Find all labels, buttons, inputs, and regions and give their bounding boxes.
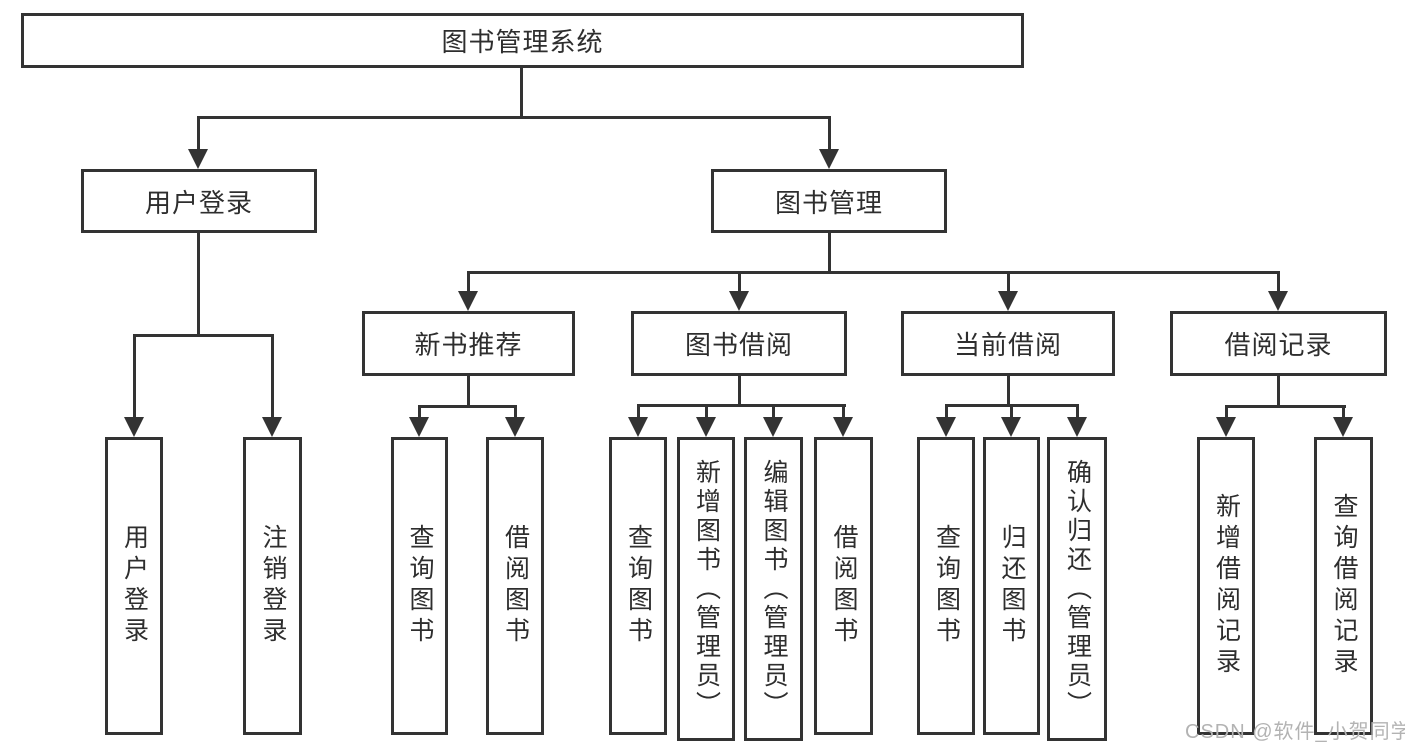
arrow-head-icon <box>1216 417 1236 437</box>
arrow-head-icon <box>628 417 648 437</box>
leaf-query-books-current: 查询图书 <box>917 437 975 735</box>
connector-line <box>637 404 846 407</box>
leaf-borrow-books: 借阅图书 <box>814 437 873 735</box>
leaf-label: 借阅图书 <box>501 524 530 648</box>
node-book-management: 图书管理 <box>711 169 947 233</box>
connector-line <box>1076 404 1079 419</box>
leaf-label: 借阅图书 <box>830 524 858 648</box>
arrow-head-icon <box>763 417 783 437</box>
leaf-add-book-admin: 新增图书（管理员） <box>677 437 735 741</box>
arrow-head-icon <box>1001 417 1021 437</box>
connector-line <box>738 271 741 295</box>
connector-line <box>1007 376 1010 406</box>
connector-line <box>467 271 470 295</box>
leaf-add-borrow-record: 新增借阅记录 <box>1197 437 1255 735</box>
connector-line <box>1277 376 1280 407</box>
connector-line <box>705 404 708 419</box>
node-library-system: 图书管理系统 <box>21 13 1024 68</box>
connector-line <box>197 116 831 119</box>
connector-line <box>1225 405 1346 408</box>
connector-line <box>842 404 845 419</box>
arrow-head-icon <box>124 417 144 437</box>
node-label: 新书推荐 <box>414 330 523 360</box>
arrow-head-icon <box>819 149 839 169</box>
node-user-login: 用户登录 <box>81 169 317 233</box>
arrow-head-icon <box>998 291 1018 311</box>
node-label: 图书管理 <box>774 187 883 218</box>
connector-line <box>1277 271 1280 295</box>
connector-line <box>1342 405 1345 419</box>
connector-line <box>418 405 421 419</box>
arrow-head-icon <box>936 417 956 437</box>
arrow-head-icon <box>729 291 749 311</box>
arrow-head-icon <box>1067 417 1087 437</box>
leaf-label: 确认归还（管理员） <box>1063 458 1092 720</box>
node-borrow-record: 借阅记录 <box>1170 311 1387 376</box>
arrow-head-icon <box>1268 291 1288 311</box>
connector-line <box>520 68 523 118</box>
arrow-head-icon <box>833 417 853 437</box>
connector-line <box>1010 404 1013 419</box>
leaf-label: 注销登录 <box>259 524 287 648</box>
leaf-label: 查询借阅记录 <box>1330 493 1358 679</box>
connector-line <box>828 116 831 152</box>
leaf-query-borrow-record: 查询借阅记录 <box>1314 437 1373 735</box>
leaf-borrow-books-recommend: 借阅图书 <box>486 437 544 735</box>
node-label: 图书管理系统 <box>441 27 604 57</box>
leaf-label: 查询图书 <box>406 524 434 648</box>
node-label: 借阅记录 <box>1224 330 1333 360</box>
leaf-edit-book-admin: 编辑图书（管理员） <box>744 437 803 741</box>
arrow-head-icon <box>505 417 525 437</box>
leaf-label: 用户登录 <box>120 524 149 648</box>
connector-line <box>1007 271 1010 295</box>
leaf-return-books: 归还图书 <box>983 437 1040 735</box>
connector-line <box>418 405 517 408</box>
leaf-label: 查询图书 <box>932 524 961 648</box>
connector-line <box>828 233 831 274</box>
connector-line <box>197 233 200 337</box>
arrow-head-icon <box>458 291 478 311</box>
connector-line <box>133 334 274 337</box>
node-label: 当前借阅 <box>953 330 1062 360</box>
leaf-label: 编辑图书（管理员） <box>760 458 788 720</box>
arrow-head-icon <box>1333 417 1353 437</box>
connector-line <box>1225 405 1228 419</box>
connector-line <box>467 271 1280 274</box>
leaf-label: 查询图书 <box>624 524 653 648</box>
node-book-borrow: 图书借阅 <box>631 311 847 376</box>
connector-line <box>738 376 741 406</box>
leaf-query-books-borrow: 查询图书 <box>609 437 667 735</box>
connector-line <box>197 116 200 152</box>
leaf-confirm-return-admin: 确认归还（管理员） <box>1047 437 1107 741</box>
csdn-watermark: CSDN @软件_小贺同学 <box>1185 721 1405 743</box>
connector-line <box>467 376 470 407</box>
arrow-head-icon <box>262 417 282 437</box>
connector-line <box>271 334 274 419</box>
node-label: 用户登录 <box>144 187 253 218</box>
node-label: 图书借阅 <box>684 330 793 360</box>
leaf-label: 归还图书 <box>998 524 1026 648</box>
connector-line <box>637 404 640 419</box>
connector-line <box>945 404 948 419</box>
arrow-head-icon <box>188 149 208 169</box>
node-current-borrow: 当前借阅 <box>901 311 1115 376</box>
arrow-head-icon <box>409 417 429 437</box>
connector-line <box>133 334 136 419</box>
leaf-query-books-recommend: 查询图书 <box>391 437 448 735</box>
arrow-head-icon <box>696 417 716 437</box>
connector-line <box>514 405 517 419</box>
leaf-user-login: 用户登录 <box>105 437 163 735</box>
leaf-logout: 注销登录 <box>243 437 302 735</box>
leaf-label: 新增图书（管理员） <box>692 458 721 720</box>
connector-line <box>772 404 775 419</box>
node-new-book-recommend: 新书推荐 <box>362 311 575 376</box>
leaf-label: 新增借阅记录 <box>1212 493 1241 679</box>
